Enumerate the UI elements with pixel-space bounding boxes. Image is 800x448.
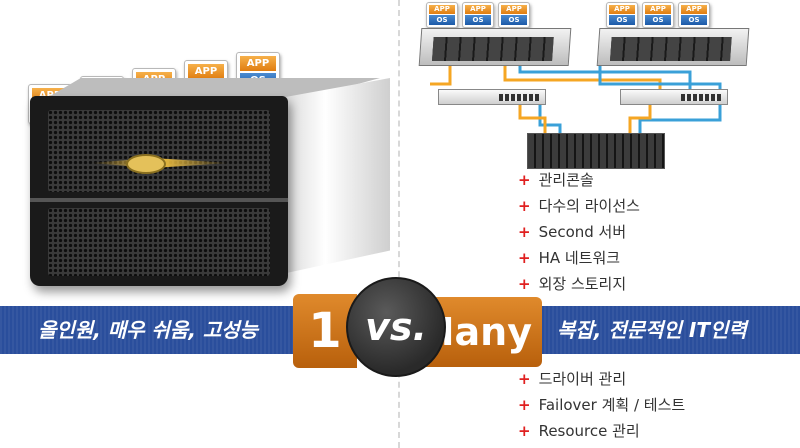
feature-text: Second 서버 [538, 223, 627, 241]
external-storage-array [527, 133, 665, 169]
plus-icon: + [518, 223, 531, 241]
app-label: APP [645, 5, 671, 14]
app-os-tile-small: APP OS [642, 2, 674, 28]
server-drive-bays [432, 37, 554, 61]
feature-text: 다수의 라이선스 [538, 197, 640, 215]
os-label: OS [465, 15, 491, 25]
feature-text: 관리콘솔 [538, 171, 594, 189]
app-os-tile-small: APP OS [426, 2, 458, 28]
plus-icon: + [518, 249, 531, 267]
plus-icon: + [518, 275, 531, 293]
feature-text: 외장 스토리지 [538, 275, 627, 293]
os-label: OS [645, 15, 671, 25]
app-label: APP [609, 5, 635, 14]
switch-ports [499, 94, 539, 101]
list-item: + Failover 계획 / 테스트 [518, 392, 685, 418]
os-label: OS [501, 15, 527, 25]
network-switch-2 [620, 89, 728, 105]
features-list-upper: + 관리콘솔 + 다수의 라이선스 + Second 서버 + HA 네트워크 + 외장 … [518, 167, 640, 297]
list-item: + Resource 관리 [518, 418, 685, 444]
server-drive-bays [610, 37, 732, 61]
switch-ports [681, 94, 721, 101]
os-label: OS [429, 15, 455, 25]
feature-text: Failover 계획 / 테스트 [538, 396, 686, 414]
app-label: APP [188, 64, 224, 79]
plus-icon: + [518, 396, 531, 414]
feature-text: HA 네트워크 [538, 249, 621, 267]
center-divider [398, 0, 400, 448]
stratus-appliance-image [30, 78, 390, 288]
features-list-lower: + 드라이버 관리 + Failover 계획 / 테스트 + Resource 관리 [518, 366, 685, 444]
os-label: OS [609, 15, 635, 25]
right-summary-label: 복잡, 전문적인 IT인력 [557, 318, 747, 342]
front-mesh-upper [48, 110, 270, 192]
list-item: + 외장 스토리지 [518, 271, 640, 297]
plus-icon: + [518, 422, 531, 440]
app-label: APP [240, 56, 276, 71]
stratus-logo-badge [126, 154, 166, 174]
rack-server-2 [596, 28, 750, 66]
os-label: OS [681, 15, 707, 25]
feature-text: 드라이버 관리 [538, 370, 627, 388]
list-item: + Second 서버 [518, 219, 640, 245]
app-os-tile-small: APP OS [498, 2, 530, 28]
app-label: APP [501, 5, 527, 14]
plus-icon: + [518, 171, 531, 189]
plus-icon: + [518, 197, 531, 215]
list-item: + 관리콘솔 [518, 167, 640, 193]
appliance-chassis [30, 96, 288, 286]
rack-server-1 [418, 28, 572, 66]
front-mesh-lower [48, 208, 270, 276]
list-item: + HA 네트워크 [518, 245, 640, 271]
app-os-tile-small: APP OS [678, 2, 710, 28]
network-switch-1 [438, 89, 546, 105]
appliance-side [282, 78, 390, 274]
app-os-tile-small: APP OS [462, 2, 494, 28]
app-os-tile-small: APP OS [606, 2, 638, 28]
plus-icon: + [518, 370, 531, 388]
left-summary-label: 올인원, 매우 쉬움, 고성능 [38, 318, 259, 342]
chassis-seam [30, 198, 288, 202]
list-item: + 다수의 라이선스 [518, 193, 640, 219]
app-label: APP [429, 5, 455, 14]
app-label: APP [681, 5, 707, 14]
versus-circle: vs. [346, 277, 446, 377]
feature-text: Resource 관리 [538, 422, 640, 440]
app-label: APP [465, 5, 491, 14]
list-item: + 드라이버 관리 [518, 366, 685, 392]
